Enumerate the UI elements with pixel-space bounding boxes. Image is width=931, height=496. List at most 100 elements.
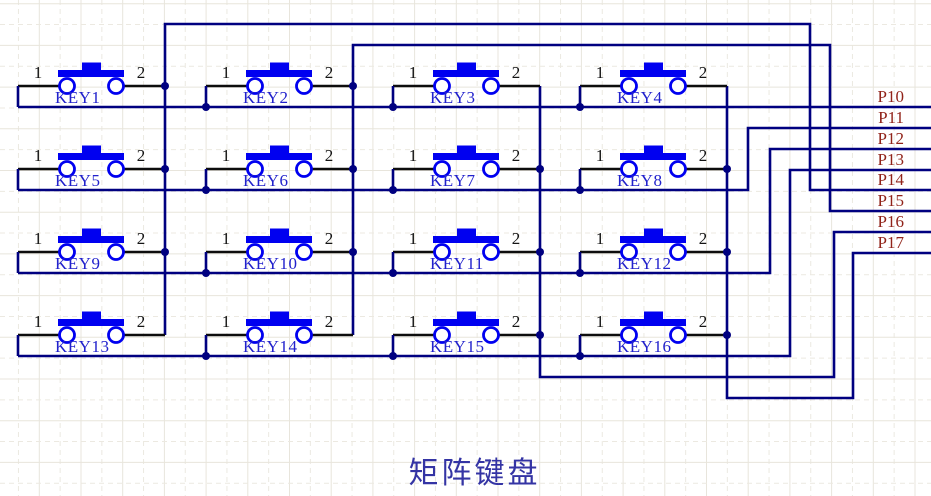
- key-designator: KEY9: [55, 254, 101, 273]
- junction-dot: [576, 269, 584, 277]
- key-designator: KEY16: [617, 337, 672, 356]
- column-wire-p15: [351, 43, 931, 335]
- junction-dot: [202, 186, 210, 194]
- junction-dot: [161, 248, 169, 256]
- pin-number-2: 2: [136, 63, 146, 82]
- key-designator: KEY8: [617, 171, 663, 190]
- pin-number-2: 2: [511, 229, 521, 248]
- junction-dot: [161, 165, 169, 173]
- pin-number-2: 2: [136, 229, 146, 248]
- net-label-p17: P17: [877, 233, 904, 252]
- pin-number-1: 1: [33, 312, 43, 331]
- schematic-title: 矩阵键盘: [408, 457, 541, 490]
- pin-number-2: 2: [698, 146, 708, 165]
- column-wire-p17: [725, 86, 931, 400]
- key-designator: KEY6: [243, 171, 289, 190]
- pin-number-1: 1: [221, 229, 231, 248]
- pin-number-1: 1: [221, 146, 231, 165]
- pin-number-2: 2: [324, 312, 334, 331]
- junction-dot: [389, 103, 397, 111]
- junction-dot: [576, 186, 584, 194]
- junction-dot: [161, 82, 169, 90]
- pin-number-1: 1: [33, 63, 43, 82]
- pin-number-2: 2: [324, 229, 334, 248]
- key-designator: KEY14: [243, 337, 298, 356]
- pin-number-1: 1: [595, 229, 605, 248]
- net-label-p15: P15: [877, 191, 904, 210]
- net-label-p14: P14: [877, 170, 904, 189]
- key-designator: KEY3: [430, 88, 476, 107]
- key-designator: KEY13: [55, 337, 110, 356]
- pin-number-1: 1: [595, 146, 605, 165]
- pin-number-1: 1: [33, 229, 43, 248]
- net-label-p11: P11: [878, 108, 904, 127]
- net-label-p16: P16: [877, 212, 904, 231]
- junction-dot: [202, 103, 210, 111]
- pin-number-1: 1: [408, 312, 418, 331]
- junction-dot: [349, 82, 357, 90]
- junction-dot: [202, 269, 210, 277]
- pin-number-2: 2: [698, 312, 708, 331]
- junction-dot: [536, 331, 544, 339]
- junction-dot: [349, 165, 357, 173]
- junction-dot: [723, 248, 731, 256]
- key-designator: KEY10: [243, 254, 298, 273]
- net-label-p13: P13: [877, 150, 904, 169]
- key-designator: KEY5: [55, 171, 101, 190]
- column-wire-p14: [163, 22, 931, 335]
- row-wire-p13: [18, 168, 931, 358]
- row-wire-p11: [18, 126, 931, 192]
- pin-number-1: 1: [595, 312, 605, 331]
- pin-number-2: 2: [136, 146, 146, 165]
- junction-dot: [576, 352, 584, 360]
- junction-dot: [389, 269, 397, 277]
- pin-number-2: 2: [698, 63, 708, 82]
- key-designator: KEY11: [430, 254, 484, 273]
- key-designator: KEY4: [617, 88, 663, 107]
- pin-number-1: 1: [33, 146, 43, 165]
- pin-number-2: 2: [698, 229, 708, 248]
- pin-number-1: 1: [408, 63, 418, 82]
- junction-dot: [536, 248, 544, 256]
- key-designator: KEY12: [617, 254, 672, 273]
- pin-number-1: 1: [221, 312, 231, 331]
- junction-dot: [202, 352, 210, 360]
- junction-dot: [723, 331, 731, 339]
- key-designator: KEY15: [430, 337, 485, 356]
- pin-number-1: 1: [595, 63, 605, 82]
- net-wires: [18, 22, 931, 400]
- junction-dot: [536, 165, 544, 173]
- pin-number-2: 2: [324, 146, 334, 165]
- junction-dot: [723, 165, 731, 173]
- pin-number-2: 2: [324, 63, 334, 82]
- pin-number-1: 1: [408, 229, 418, 248]
- net-label-p12: P12: [877, 129, 904, 148]
- pin-number-2: 2: [136, 312, 146, 331]
- pin-number-1: 1: [408, 146, 418, 165]
- junction-dot: [389, 186, 397, 194]
- key-designator: KEY7: [430, 171, 476, 190]
- junction-dot: [349, 248, 357, 256]
- pin-number-2: 2: [511, 312, 521, 331]
- pin-number-1: 1: [221, 63, 231, 82]
- pin-number-2: 2: [511, 146, 521, 165]
- pin-number-2: 2: [511, 63, 521, 82]
